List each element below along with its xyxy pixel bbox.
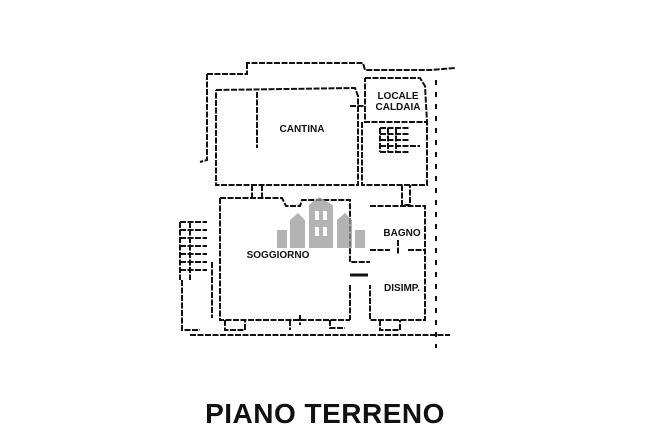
room-label-soggiorno: SOGGIORNO [246, 250, 310, 261]
locale-caldaia-line2: CALDAIA [375, 102, 421, 113]
room-label-bagno: BAGNO [383, 228, 421, 239]
room-label-cantina: CANTINA [279, 124, 325, 135]
buildings-watermark-icon [277, 197, 365, 248]
room-label-disimpegno: DISIMP. [384, 283, 420, 294]
room-label-locale-caldaia: LOCALE CALDAIA [370, 91, 426, 113]
floor-title: PIANO TERRENO [205, 398, 445, 429]
locale-caldaia-line1: LOCALE [377, 91, 419, 102]
